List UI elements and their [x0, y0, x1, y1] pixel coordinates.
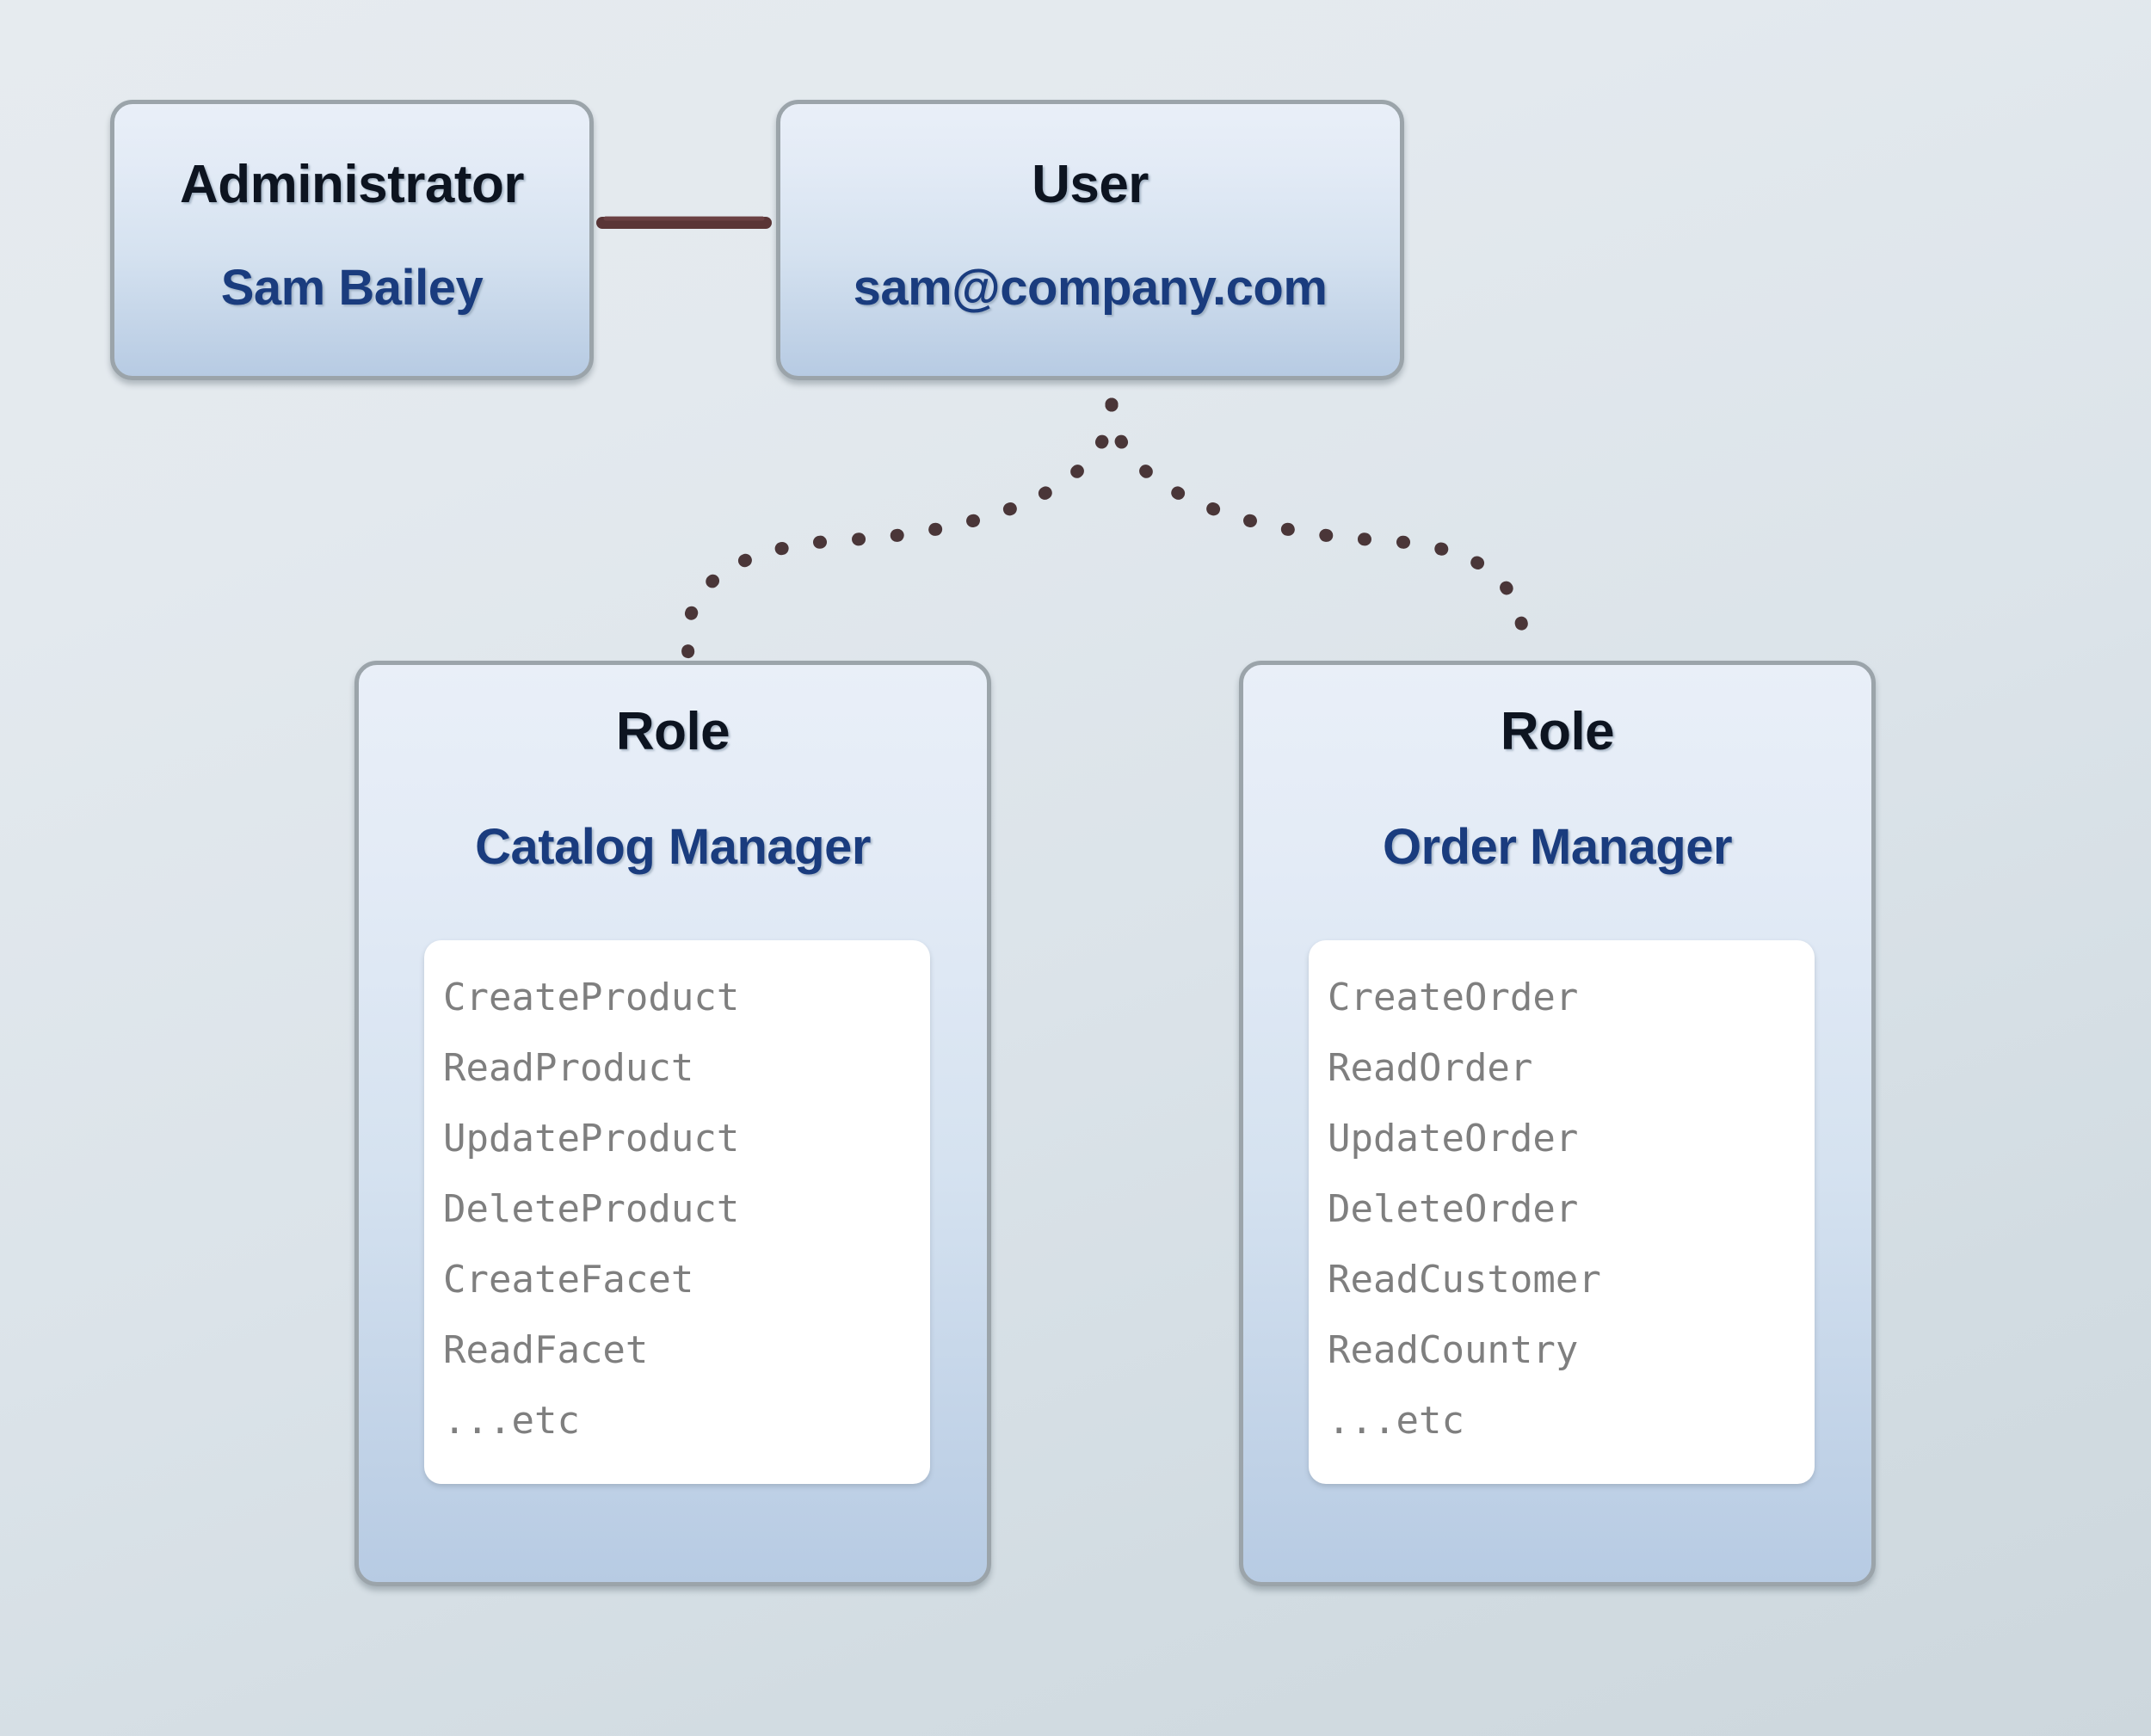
permission-item: ReadOrder: [1328, 1046, 1533, 1090]
user-to-order-manager-connector: [1105, 397, 1532, 661]
role-type-label: Role: [615, 702, 730, 761]
administrator-value-label: Sam Bailey: [220, 260, 484, 316]
permission-item: ReadCustomer: [1328, 1258, 1601, 1302]
administrator-type-label: Administrator: [180, 155, 524, 214]
user-node[interactable]: User sam@company.com: [776, 100, 1404, 380]
permission-item: CreateOrder: [1328, 976, 1579, 1019]
permission-item: UpdateOrder: [1328, 1117, 1579, 1160]
permission-item: ...etc: [1328, 1399, 1464, 1443]
user-to-catalog-manager-connector: [681, 397, 1119, 661]
permission-item: CreateProduct: [443, 976, 740, 1019]
administrator-node[interactable]: Administrator Sam Bailey: [110, 100, 594, 380]
role-type-label: Role: [1500, 702, 1615, 761]
permission-item: UpdateProduct: [443, 1117, 740, 1160]
permission-item: ReadProduct: [443, 1046, 694, 1090]
permission-item: ReadCountry: [1328, 1328, 1579, 1372]
role-value-label: Order Manager: [1382, 819, 1733, 875]
permission-item: ...etc: [443, 1399, 580, 1443]
permission-item: CreateFacet: [443, 1258, 694, 1302]
permission-item: DeleteOrder: [1328, 1187, 1579, 1231]
permission-item: ReadFacet: [443, 1328, 649, 1372]
permission-item: DeleteProduct: [443, 1187, 740, 1231]
user-value-label: sam@company.com: [853, 260, 1328, 316]
role-value-label: Catalog Manager: [475, 819, 871, 875]
user-type-label: User: [1032, 155, 1149, 214]
